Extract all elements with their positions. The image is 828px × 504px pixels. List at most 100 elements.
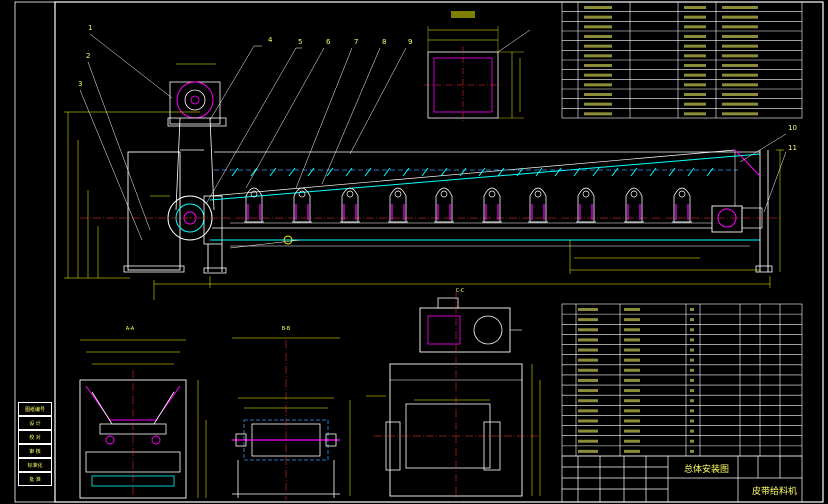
skirt-tick <box>706 167 714 177</box>
bom-cell-text <box>690 368 694 372</box>
bom-cell-text <box>690 409 694 413</box>
table-cell-text <box>684 35 706 38</box>
skirt-tick <box>421 167 429 177</box>
title-block <box>561 455 803 503</box>
skirt-tick <box>307 167 315 177</box>
skirt-tick <box>231 167 239 177</box>
machine-name: 皮带给料机 <box>752 487 798 497</box>
skirt-tick <box>630 167 638 177</box>
bom-cell-text <box>578 419 598 423</box>
skirt-tick <box>459 167 467 177</box>
bom-cell-text <box>624 429 640 433</box>
stamp-check: 校 对 <box>18 430 52 444</box>
parameter-table <box>561 1 803 119</box>
skirt-tick <box>611 167 619 177</box>
table-cell-text <box>722 44 758 48</box>
idler-set <box>434 187 454 223</box>
drawing-border <box>54 1 824 503</box>
balloon-number: 2 <box>86 52 90 60</box>
bom-text <box>578 308 694 453</box>
bom-cell-text <box>624 338 640 342</box>
bom-cell-text <box>690 338 694 342</box>
table-cell-text <box>584 54 612 58</box>
skirt-tick <box>554 167 562 177</box>
parameter-table-text <box>584 6 758 116</box>
bill-of-materials <box>561 303 803 457</box>
bom-cell-text <box>578 318 598 322</box>
bom-cell-text <box>624 409 640 413</box>
skirt-tick <box>649 167 657 177</box>
section-label: A-A <box>126 326 135 332</box>
balloon-number: 10 <box>788 124 797 132</box>
bom-cell-text <box>690 389 694 393</box>
table-cell-text <box>584 93 612 96</box>
idler-sets <box>244 187 692 223</box>
skirt-tick <box>383 167 391 177</box>
idler-set <box>482 187 502 223</box>
table-cell-text <box>684 112 706 116</box>
bom-cell-text <box>690 308 694 311</box>
idler-set <box>528 187 548 223</box>
skirt-tick <box>573 167 581 177</box>
table-cell-text <box>684 83 706 87</box>
table-cell-text <box>722 6 758 9</box>
bom-cell-text <box>690 439 694 443</box>
skirt-tick <box>269 167 277 177</box>
table-cell-text <box>722 93 758 96</box>
table-cell-text <box>584 64 612 67</box>
skirt-tick <box>440 167 448 177</box>
balloon-number: 6 <box>326 38 331 46</box>
section-label: C-C <box>456 288 465 294</box>
bom-cell-text <box>578 368 598 372</box>
section-cc-view <box>366 292 541 500</box>
bom-cell-text <box>624 368 640 372</box>
table-cell-text <box>684 6 706 9</box>
bom-cell-text <box>690 429 694 433</box>
bom-cell-text <box>578 439 598 443</box>
skirt-board-ticks <box>231 167 714 177</box>
bom-cell-text <box>624 308 640 311</box>
balloon-number: 5 <box>298 38 302 46</box>
bom-cell-text <box>624 389 640 393</box>
table-cell-text <box>584 102 612 106</box>
bom-cell-text <box>690 358 694 362</box>
bom-cell-text <box>690 348 694 352</box>
balloon-number: 9 <box>408 38 412 46</box>
table-cell-text <box>684 73 706 77</box>
table-cell-text <box>722 35 758 38</box>
section-label: B-B <box>282 326 291 332</box>
table-cell-text <box>584 35 612 38</box>
stamp-approve: 批 准 <box>18 472 52 486</box>
table-cell-text <box>684 102 706 106</box>
skirt-tick <box>402 167 410 177</box>
bom-cell-text <box>578 338 598 342</box>
skirt-tick <box>478 167 486 177</box>
table-cell-text <box>584 83 612 87</box>
table-cell-text <box>584 25 612 29</box>
table-cell-text <box>584 15 612 19</box>
bom-cell-text <box>690 378 694 382</box>
table-cell-text <box>684 93 706 96</box>
table-cell-text <box>584 6 612 9</box>
bom-cell-text <box>624 318 640 322</box>
skirt-tick <box>345 167 353 177</box>
table-cell-text <box>722 102 758 106</box>
bom-cell-text <box>578 399 598 403</box>
bom-cell-text <box>624 348 640 352</box>
table-cell-text <box>684 44 706 48</box>
table-cell-text <box>722 64 758 67</box>
idler-set <box>576 187 596 223</box>
stamp-standardization: 标准化 <box>18 458 52 472</box>
balloon-number: 4 <box>268 36 273 44</box>
bom-cell-text <box>624 358 640 362</box>
bom-cell-text <box>578 449 598 453</box>
idler-set <box>388 187 408 223</box>
balloon-number: 11 <box>788 144 797 152</box>
table-cell-text <box>722 112 758 116</box>
idler-set <box>672 187 692 223</box>
skirt-tick <box>497 167 505 177</box>
bom-cell-text <box>578 348 598 352</box>
main-elevation-view <box>80 81 780 274</box>
idler-set <box>292 187 312 223</box>
